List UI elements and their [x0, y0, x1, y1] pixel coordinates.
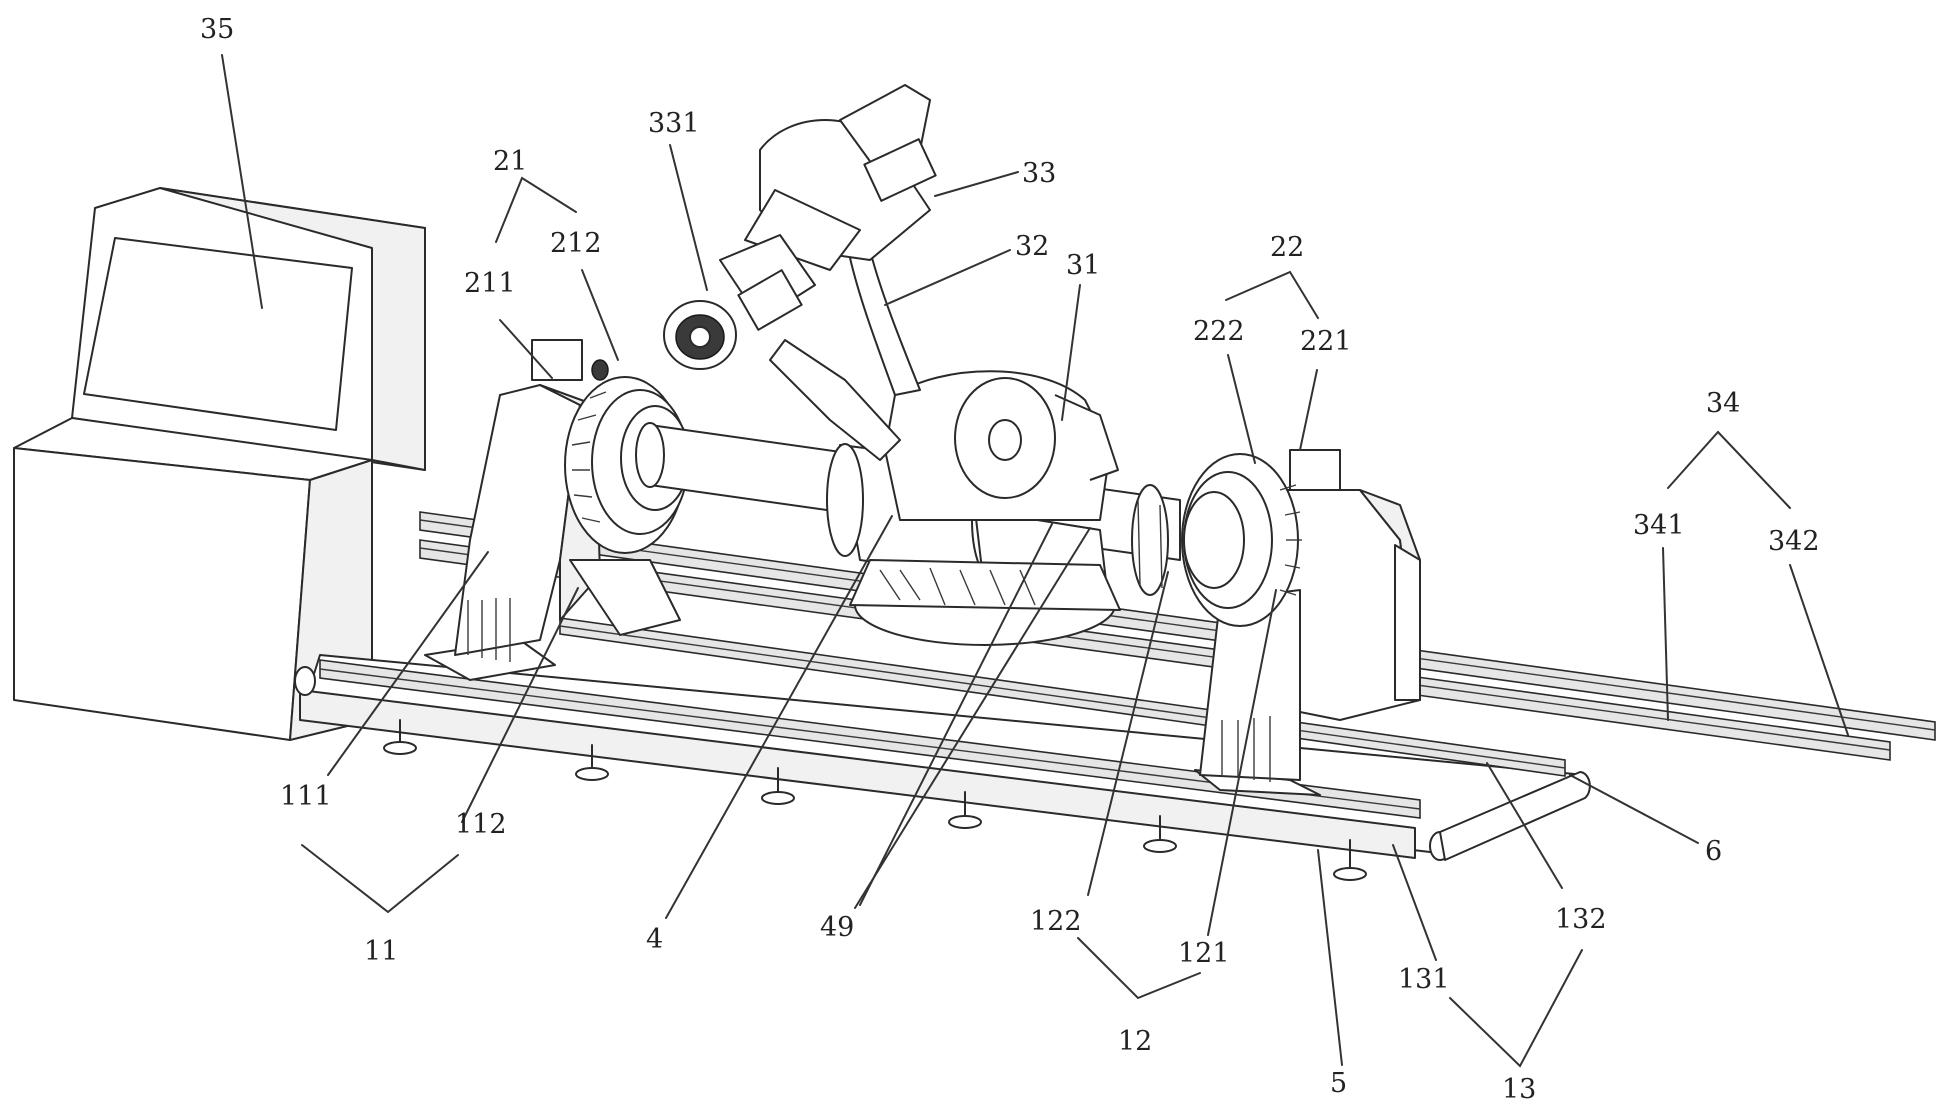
label-35: 35: [200, 14, 234, 45]
label-22: 22: [1270, 232, 1304, 263]
label-212: 212: [550, 228, 602, 259]
label-21: 21: [493, 146, 527, 177]
label-12: 12: [1118, 1026, 1152, 1057]
label-33: 33: [1022, 158, 1056, 189]
control-cabinet-35: [13, 187, 426, 741]
label-11: 11: [364, 936, 398, 967]
label-222: 222: [1193, 316, 1245, 347]
label-49: 49: [820, 912, 854, 943]
reference-numerals: 35 21 211 212 331 33 32 31 22 222 221 34…: [200, 14, 1820, 1105]
guide-rail-34: [419, 511, 1936, 761]
label-111: 111: [280, 781, 332, 812]
base-frame-5: [294, 617, 1591, 881]
label-34: 34: [1706, 388, 1740, 419]
label-6: 6: [1705, 836, 1722, 867]
label-131: 131: [1398, 964, 1450, 995]
right-support-12: [1181, 449, 1421, 796]
label-341: 341: [1633, 510, 1685, 541]
label-132: 132: [1555, 904, 1607, 935]
label-5: 5: [1330, 1068, 1347, 1099]
label-221: 221: [1300, 326, 1352, 357]
label-13: 13: [1502, 1074, 1536, 1105]
label-122: 122: [1030, 906, 1082, 937]
label-112: 112: [455, 809, 507, 840]
leader-lines: [221, 54, 1849, 1068]
robot-3: [663, 84, 1121, 646]
label-4: 4: [646, 924, 663, 955]
label-342: 342: [1768, 526, 1820, 557]
label-331: 331: [648, 108, 700, 139]
label-211: 211: [464, 268, 516, 299]
label-121: 121: [1178, 938, 1230, 969]
label-32: 32: [1015, 231, 1049, 262]
label-31: 31: [1066, 250, 1100, 281]
